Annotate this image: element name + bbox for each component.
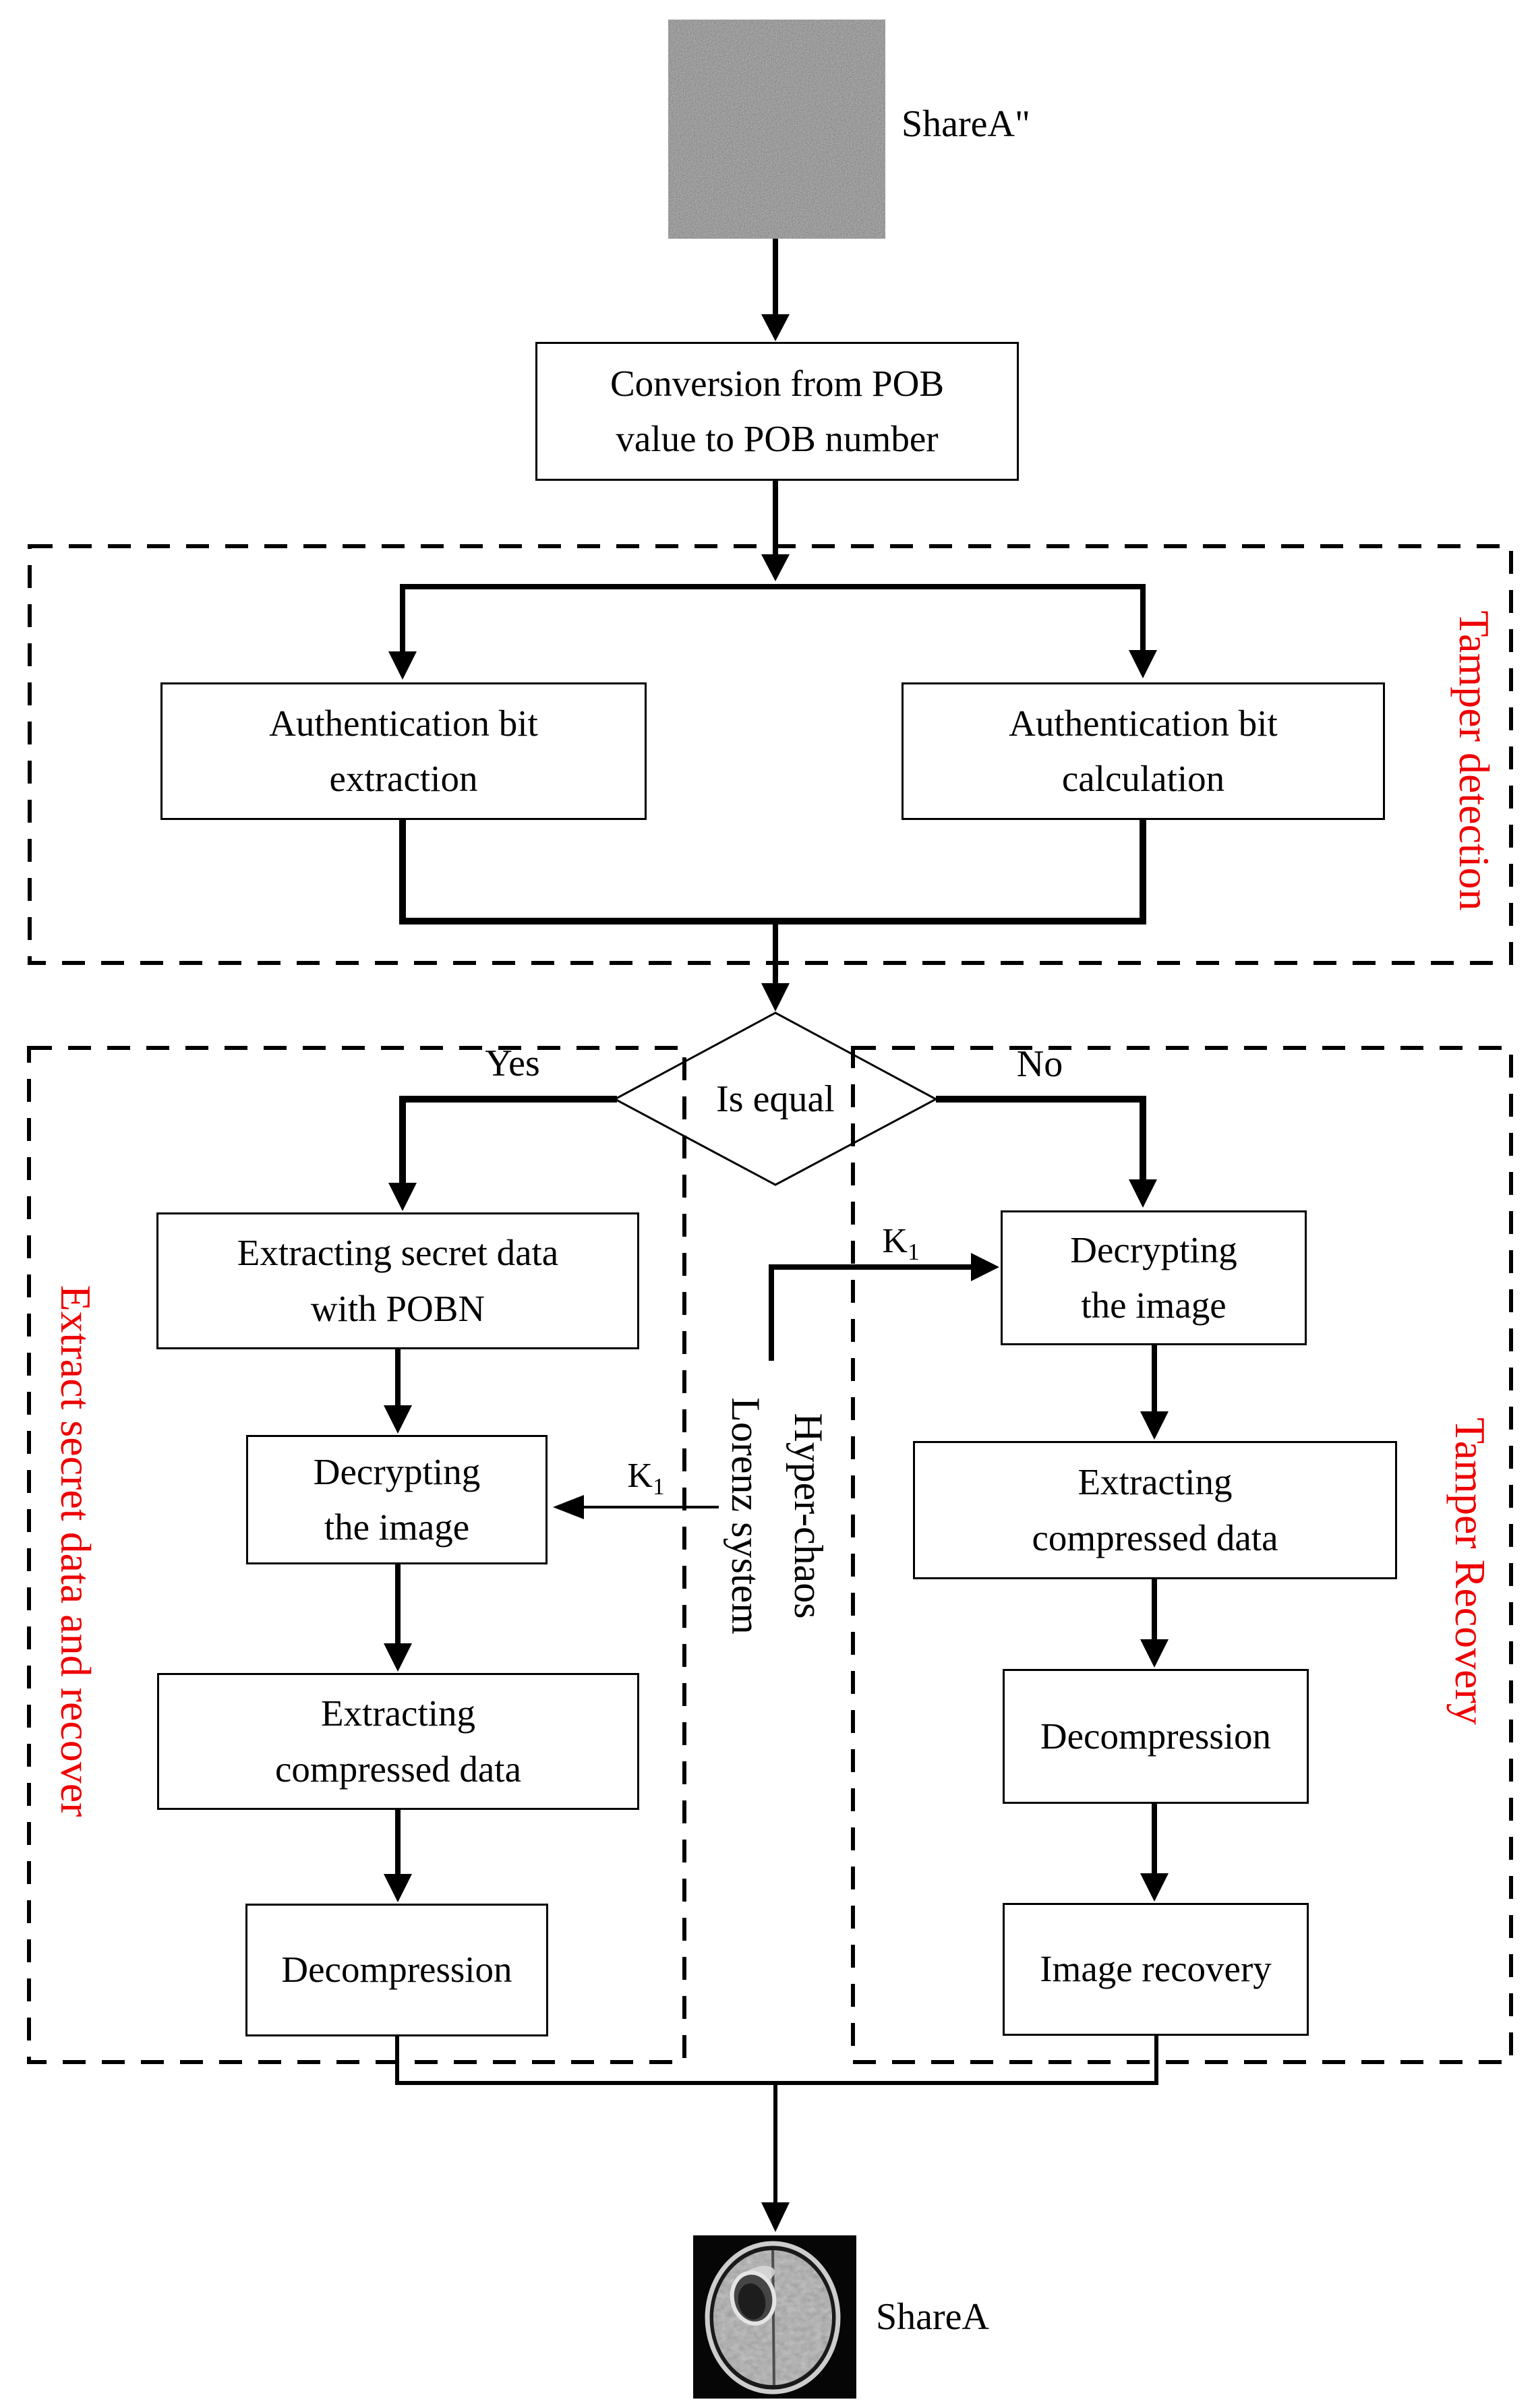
- box-conversion-line1: Conversion from POB: [610, 362, 944, 404]
- decision-label: Is equal: [716, 1078, 835, 1120]
- arrowhead: [1129, 650, 1157, 678]
- tamper-detection-region-label: Tamper detection: [1450, 610, 1498, 911]
- box-decompression-left-line1: Decompression: [281, 1949, 512, 1991]
- box-extracting-compressed-right-line2: compressed data: [1032, 1517, 1278, 1558]
- arrowhead: [761, 983, 790, 1011]
- box-extracting-compressed-left-line1: Extracting: [320, 1693, 476, 1734]
- key-k1-right-base: K: [882, 1221, 908, 1260]
- arrowhead: [971, 1253, 999, 1281]
- arrowhead: [1140, 1639, 1169, 1668]
- box-auth-bit-extraction-line2: extraction: [329, 758, 478, 799]
- box-extracting-compressed-right: Extracting compressed data: [913, 1441, 1397, 1579]
- box-extracting-secret-data: Extracting secret data with POBN: [156, 1212, 639, 1349]
- no-label: No: [1016, 1043, 1063, 1085]
- share-a-label: ShareA: [876, 2296, 989, 2338]
- arrowhead: [384, 1874, 412, 1902]
- box-decompression-left: Decompression: [245, 1904, 548, 2036]
- arrowhead: [1140, 1411, 1169, 1440]
- box-decompression-right: Decompression: [1003, 1669, 1309, 1804]
- arrowhead: [761, 2202, 790, 2232]
- key-k1-right-sub: 1: [907, 1238, 920, 1266]
- box-auth-bit-calculation: Authentication bit calculation: [902, 682, 1385, 820]
- box-extracting-secret-data-line2: with POBN: [310, 1287, 485, 1329]
- lorenz-system-line: Lorenz system: [723, 1397, 768, 1635]
- box-image-recovery-line1: Image recovery: [1040, 1948, 1272, 1990]
- box-decrypting-left-line1: Decrypting: [313, 1450, 481, 1492]
- tamper-recovery-region-label: Tamper Recovery: [1446, 1417, 1494, 1725]
- extract-secret-region-label: Extract secret data and recover: [52, 1285, 100, 1817]
- arrowhead: [384, 1405, 412, 1434]
- box-auth-bit-calculation-line1: Authentication bit: [1009, 702, 1278, 744]
- box-decrypting-left-line2: the image: [324, 1506, 470, 1548]
- box-auth-bit-calculation-line2: calculation: [1061, 758, 1225, 799]
- box-decrypting-right: Decrypting the image: [1001, 1210, 1307, 1345]
- box-conversion: Conversion from POB value to POB number: [535, 342, 1019, 481]
- box-extracting-secret-data-line1: Extracting secret data: [237, 1232, 559, 1273]
- noise-share-image: [668, 20, 885, 239]
- arrowhead: [1129, 1179, 1157, 1208]
- key-k1-label-left: K1: [627, 1456, 664, 1500]
- box-conversion-line2: value to POB number: [616, 418, 939, 459]
- arrowhead: [388, 1183, 417, 1211]
- box-extracting-compressed-right-line1: Extracting: [1077, 1461, 1233, 1502]
- box-decompression-right-line1: Decompression: [1040, 1715, 1272, 1757]
- arrowhead: [761, 314, 790, 341]
- hyper-chaos-lorenz-label: Hyper-chaos Lorenz system: [714, 1397, 839, 1635]
- box-extracting-compressed-left: Extracting compressed data: [157, 1673, 639, 1810]
- box-extracting-compressed-left-line2: compressed data: [275, 1748, 521, 1790]
- key-k1-label-right: K1: [882, 1221, 919, 1266]
- box-decrypting-right-line1: Decrypting: [1070, 1229, 1237, 1270]
- yes-label: Yes: [485, 1043, 540, 1084]
- key-k1-left-sub: 1: [652, 1473, 665, 1500]
- box-image-recovery: Image recovery: [1003, 1903, 1309, 2036]
- share-a-double-prime-label: ShareA": [902, 103, 1030, 145]
- arrowhead: [384, 1643, 412, 1672]
- key-k1-left-base: K: [627, 1456, 653, 1495]
- arrowhead: [761, 554, 790, 581]
- arrowhead: [553, 1495, 584, 1519]
- hyper-chaos-line: Hyper-chaos: [786, 1413, 831, 1619]
- box-auth-bit-extraction: Authentication bit extraction: [160, 682, 647, 820]
- brain-mri-image: [693, 2235, 856, 2399]
- arrowhead: [1140, 1873, 1169, 1902]
- box-decrypting-left: Decrypting the image: [246, 1435, 548, 1564]
- arrowhead: [388, 651, 417, 680]
- box-auth-bit-extraction-line1: Authentication bit: [269, 702, 538, 744]
- box-decrypting-right-line2: the image: [1081, 1285, 1227, 1326]
